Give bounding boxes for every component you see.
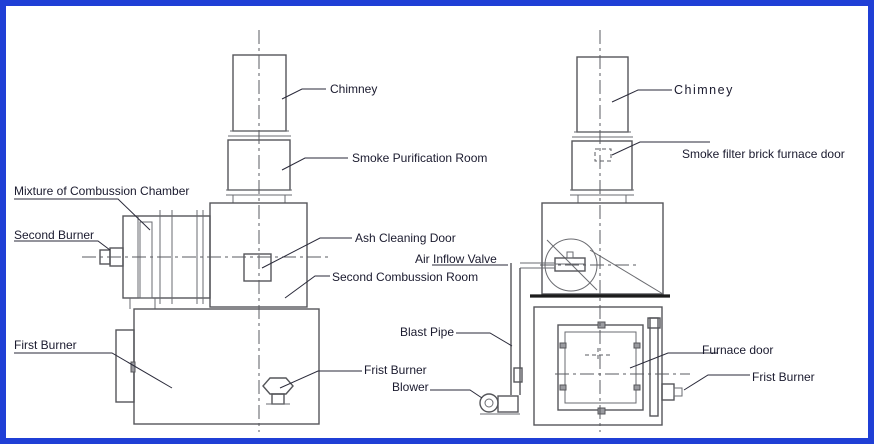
label-blast-pipe: Blast Pipe <box>400 325 455 339</box>
label-smoke-filter-door: Smoke filter brick furnace door <box>682 147 845 161</box>
right-frist-burner <box>661 383 675 401</box>
right-second-combustion-room <box>541 202 664 295</box>
label-smoke-purification-room: Smoke Purification Room <box>352 151 488 165</box>
left-view <box>82 30 330 432</box>
label-second-combustion-room: Second Combussion Room <box>332 270 479 284</box>
right-smoke-filter-door <box>594 148 612 162</box>
label-first-burner: First Burner <box>14 338 77 352</box>
right-first-combustion-chamber <box>533 306 663 426</box>
label-chimney-left: Chimney <box>330 82 378 96</box>
right-blower <box>479 393 499 413</box>
right-chimney <box>576 56 629 133</box>
label-chimney-right: Chimney <box>674 83 734 97</box>
label-blower: Blower <box>392 380 429 394</box>
label-second-burner: Second Burner <box>14 228 95 242</box>
label-frist-burner-right: Frist Burner <box>752 370 815 384</box>
label-furnace-door: Furnace door <box>702 343 774 357</box>
left-ash-cleaning-door <box>243 253 272 282</box>
right-smoke-filter-section <box>571 140 633 191</box>
right-view <box>479 30 690 432</box>
label-air-inflow-valve: Air Inflow Valve <box>415 252 497 266</box>
right-blast-pipe-valve <box>513 367 523 383</box>
left-first-combustion-chamber <box>133 308 320 425</box>
left-frist-burner <box>262 377 294 395</box>
label-ash-cleaning-door: Ash Cleaning Door <box>355 231 456 245</box>
label-mixture-chamber: Mixture of Combussion Chamber <box>14 184 190 198</box>
leader-lines <box>14 88 750 399</box>
label-frist-burner-left: Frist Burner <box>364 363 427 377</box>
